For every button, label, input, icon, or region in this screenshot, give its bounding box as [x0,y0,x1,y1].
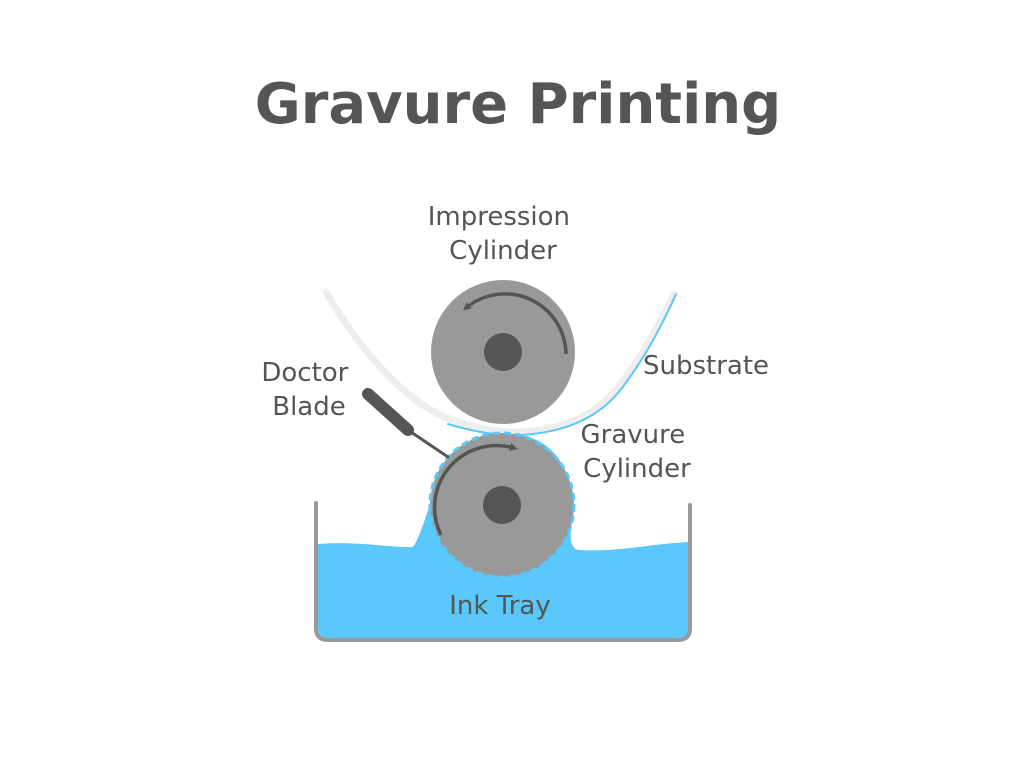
gravure-cylinder-label: Gravure Cylinder [580,420,693,484]
gravure-cylinder-label-line-1: Gravure [580,420,685,450]
substrate-label: Substrate [643,351,769,381]
page-title: Gravure Printing [255,72,781,137]
substrate-web [322,288,678,436]
doctor-blade [362,388,450,459]
doctor-blade-label: Doctor Blade [261,358,356,422]
gravure-cylinder-label-line-2: Cylinder [583,454,691,484]
impression-cylinder-hub [484,333,522,371]
impression-cylinder-label-line-2: Cylinder [449,236,557,266]
clockwise-arrow-icon [432,443,518,536]
ink-tray-label: Ink Tray [449,591,551,621]
ink-tray-outline [314,501,692,642]
doctor-blade-label-line-2: Blade [272,392,346,422]
counterclockwise-arrow-icon [462,292,568,355]
impression-cylinder-label-line-1: Impression [428,202,570,232]
impression-cylinder-label: Impression Cylinder [428,202,579,266]
doctor-blade-label-line-1: Doctor [261,358,348,388]
gravure-cylinder-hub [483,486,521,524]
